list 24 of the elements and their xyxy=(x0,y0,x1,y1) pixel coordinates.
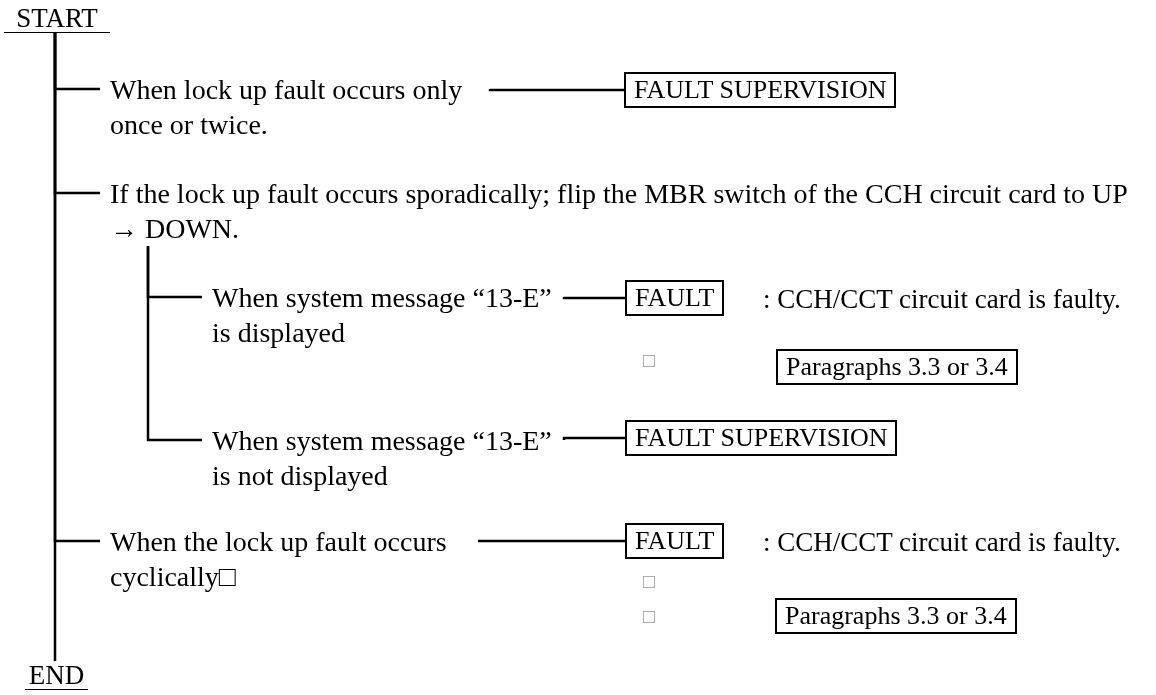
note-text: : CCH/CCT circuit card is faulty. xyxy=(763,526,1121,559)
placeholder-glyph: □ xyxy=(643,569,656,593)
condition-text: When the lock up fault occurs cyclically□ xyxy=(110,524,478,594)
condition-text: If the lock up fault occurs sporadically; flip the MBR switch of the CCH circuit card to UP → DOWN. xyxy=(110,176,1156,246)
terminal-label: START xyxy=(4,4,110,33)
placeholder-glyph: □ xyxy=(643,604,656,628)
result-box: Paragraphs 3.3 or 3.4 xyxy=(775,598,1017,634)
result-box: FAULT xyxy=(625,523,725,559)
connector-line xyxy=(478,539,625,543)
result-box: FAULT SUPERVISION xyxy=(625,420,898,456)
condition-text: When lock up fault occurs only once or twice. xyxy=(110,72,490,142)
placeholder-glyph: □ xyxy=(643,348,656,372)
connector-line xyxy=(562,436,625,441)
terminal-label: END xyxy=(25,661,88,690)
connector-line xyxy=(562,295,625,300)
connector-line xyxy=(146,246,202,442)
result-box: Paragraphs 3.3 or 3.4 xyxy=(776,349,1018,385)
result-box: FAULT SUPERVISION xyxy=(624,72,897,108)
condition-text: When system message “13-E” is displayed xyxy=(212,280,564,350)
connector-line xyxy=(53,33,100,543)
condition-text: When system message “13-E” is not displayed xyxy=(212,423,564,493)
note-text: : CCH/CCT circuit card is faulty. xyxy=(763,283,1121,316)
result-box: FAULT xyxy=(625,280,725,316)
connector-line xyxy=(488,87,624,92)
